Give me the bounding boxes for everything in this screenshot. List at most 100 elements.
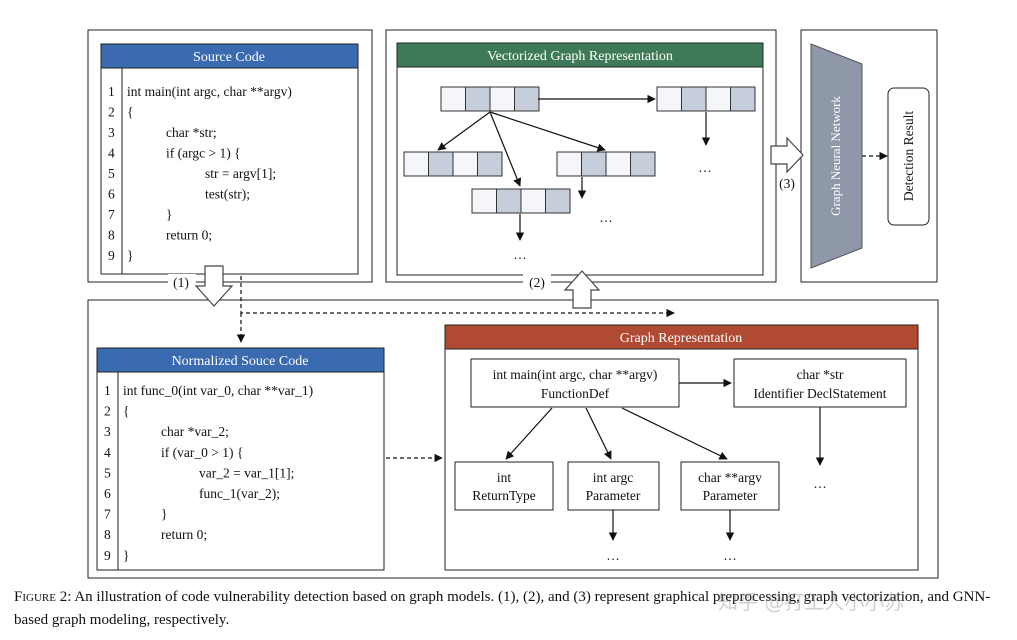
code-line: test(str);	[205, 187, 250, 202]
svg-text:Identifier DeclStatement: Identifier DeclStatement	[753, 386, 886, 401]
step1-indicator: (1)	[168, 265, 675, 343]
step1-arrow	[194, 265, 234, 307]
svg-text:char *str: char *str	[797, 367, 844, 382]
vector-cell	[465, 86, 491, 112]
graph-representation-title: Graph Representation	[620, 331, 742, 346]
gnn-panel: Graph Neural Network Detection Result	[800, 29, 938, 283]
vec-edge	[489, 111, 522, 187]
vector-cell	[605, 151, 631, 177]
code-line-number: 6	[104, 486, 111, 501]
step2-arrow	[563, 270, 601, 309]
vector-cell	[514, 86, 540, 112]
vector-cell	[489, 86, 515, 112]
code-line-number: 1	[108, 84, 115, 99]
vector-cell	[730, 86, 756, 112]
figure-caption: Figure 2: An illustration of code vulner…	[14, 586, 1009, 632]
vector-cell	[428, 151, 454, 177]
svg-text:ReturnType: ReturnType	[472, 488, 536, 503]
code-line-number: 7	[108, 207, 115, 222]
source-code-title: Source Code	[193, 50, 265, 65]
step2-indicator: (2)	[523, 270, 601, 309]
code-line: {	[127, 105, 133, 120]
code-line: }	[161, 507, 167, 522]
watermark: 知乎 @打工人小小苏	[718, 590, 905, 614]
code-line: func_1(var_2);	[199, 486, 280, 501]
vector-cell	[581, 151, 607, 177]
normalized-code-lines: 1 int func_0(int var_0, char **var_1) 2 {3 c…	[104, 383, 313, 563]
detection-result-label: Detection Result	[901, 111, 916, 202]
code-line: str = argv[1];	[205, 166, 276, 181]
step3-label: (3)	[779, 176, 795, 191]
node-parameter-argc: int argc Parameter	[567, 461, 660, 511]
code-line: {	[123, 404, 129, 419]
svg-text:FunctionDef: FunctionDef	[541, 386, 610, 401]
svg-text:int argc: int argc	[593, 470, 634, 485]
code-line: if (var_0 > 1) {	[161, 445, 243, 460]
vector-cell	[452, 151, 478, 177]
svg-text:int main(int argc, char **argv: int main(int argc, char **argv)	[493, 367, 658, 382]
vector-cell	[477, 151, 503, 177]
vec-ellipsis: …	[513, 247, 527, 262]
vector-cell	[630, 151, 656, 177]
vector-cell	[520, 188, 546, 214]
code-line-number: 1	[104, 383, 111, 398]
code-line: char *str;	[166, 125, 217, 140]
code-line: return 0;	[161, 527, 207, 542]
caption-text: An illustration of code vulnerability de…	[14, 589, 991, 628]
vector-cell	[403, 151, 429, 177]
code-line-number: 8	[108, 228, 115, 243]
step3-arrow	[770, 136, 804, 174]
diagram: Source Code 1 int main(int argc, char **a…	[87, 29, 939, 579]
code-line: int func_0(int var_0, char **var_1)	[123, 383, 313, 398]
code-line: if (argc > 1) {	[166, 146, 241, 161]
normalized-code-panel: Normalized Souce Code 1 int func_0(int va…	[96, 347, 385, 571]
code-line-number: 9	[108, 248, 115, 263]
code-line: }	[166, 207, 172, 222]
node-parameter-argv: char **argv Parameter	[680, 461, 780, 511]
vector-cell	[545, 188, 571, 214]
graph-ellipsis: …	[813, 476, 827, 491]
node-declstatement: char *str Identifier DeclStatement	[733, 358, 907, 408]
vector-nodes	[403, 86, 756, 214]
graph-ellipsis: …	[723, 548, 737, 563]
caption-lead: Figure 2:	[14, 589, 72, 605]
svg-text:int: int	[497, 470, 512, 485]
graph-representation-panel: Graph Representation int main(int argc, …	[444, 324, 919, 571]
code-line-number: 4	[104, 445, 111, 460]
step1-label: (1)	[173, 275, 189, 290]
code-line-number: 6	[108, 187, 115, 202]
source-code-panel: Source Code 1 int main(int argc, char **a…	[87, 29, 373, 283]
vec-ellipsis: …	[698, 160, 712, 175]
vector-cell	[556, 151, 582, 177]
vec-edge	[489, 111, 606, 152]
vector-cell	[471, 188, 497, 214]
vec-edge	[437, 111, 491, 151]
code-line: }	[123, 548, 129, 563]
vector-cell	[656, 86, 682, 112]
normalized-code-title: Normalized Souce Code	[172, 354, 309, 369]
code-line-number: 2	[104, 404, 111, 419]
node-functiondef: int main(int argc, char **argv) Function…	[470, 358, 680, 408]
vec-ellipsis: …	[599, 210, 613, 225]
svg-text:Parameter: Parameter	[703, 488, 758, 503]
vector-cell	[496, 188, 522, 214]
code-line-number: 5	[104, 465, 111, 480]
step2-label: (2)	[529, 275, 545, 290]
code-line-number: 5	[108, 166, 115, 181]
code-line: int main(int argc, char **argv)	[127, 84, 292, 99]
vector-cell	[440, 86, 466, 112]
code-line-number: 3	[104, 424, 111, 439]
code-line-number: 9	[104, 548, 111, 563]
graph-ellipsis: …	[606, 548, 620, 563]
code-line: return 0;	[166, 228, 212, 243]
vector-cell	[681, 86, 707, 112]
svg-text:Parameter: Parameter	[586, 488, 641, 503]
node-returntype: int ReturnType	[454, 461, 554, 511]
code-line-number: 7	[104, 507, 111, 522]
code-line: var_2 = var_1[1];	[199, 465, 294, 480]
code-line: }	[127, 248, 133, 263]
code-line-number: 2	[108, 105, 115, 120]
vector-cell	[705, 86, 731, 112]
code-line: char *var_2;	[161, 424, 229, 439]
